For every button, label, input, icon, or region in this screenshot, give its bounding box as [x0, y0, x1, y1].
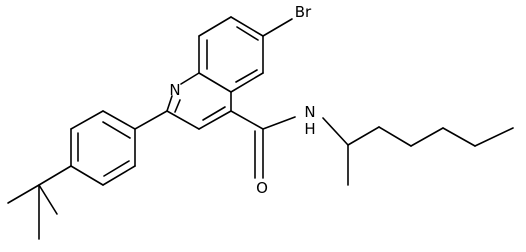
bond: [262, 18, 293, 37]
bond: [7, 184, 40, 204]
bond: [442, 127, 476, 147]
bond: [474, 127, 514, 147]
amide-nitrogen-label: N: [304, 103, 315, 121]
bond: [410, 127, 444, 147]
bond: [70, 165, 104, 186]
bond: [230, 16, 264, 37]
bond: [174, 99, 181, 113]
bond: [230, 110, 264, 130]
bond: [102, 121, 131, 139]
bond: [262, 116, 296, 130]
bond: [198, 110, 232, 130]
bond: [38, 165, 72, 186]
bond: [38, 184, 58, 215]
bond: [102, 110, 136, 130]
bond: [198, 16, 232, 37]
bond: [347, 126, 380, 146]
bond: [230, 72, 264, 93]
bond: [202, 106, 226, 121]
bond: [70, 110, 104, 130]
bond: [166, 110, 200, 130]
amide-hydrogen-label: H: [304, 120, 315, 138]
bromine-label: Br: [295, 3, 312, 21]
bond: [236, 26, 259, 41]
atom-labels: Br N N H O: [169, 3, 315, 197]
bond: [102, 165, 136, 186]
bond: [180, 72, 200, 85]
bond: [378, 126, 412, 147]
bond: [103, 160, 130, 177]
bond: [134, 110, 168, 130]
ring-nitrogen-label: N: [169, 81, 180, 99]
bonds: [7, 16, 514, 240]
bond: [322, 117, 349, 146]
carbonyl-oxygen-label: O: [256, 179, 268, 197]
bond: [235, 69, 258, 83]
bond: [166, 95, 173, 112]
bond: [198, 72, 232, 93]
